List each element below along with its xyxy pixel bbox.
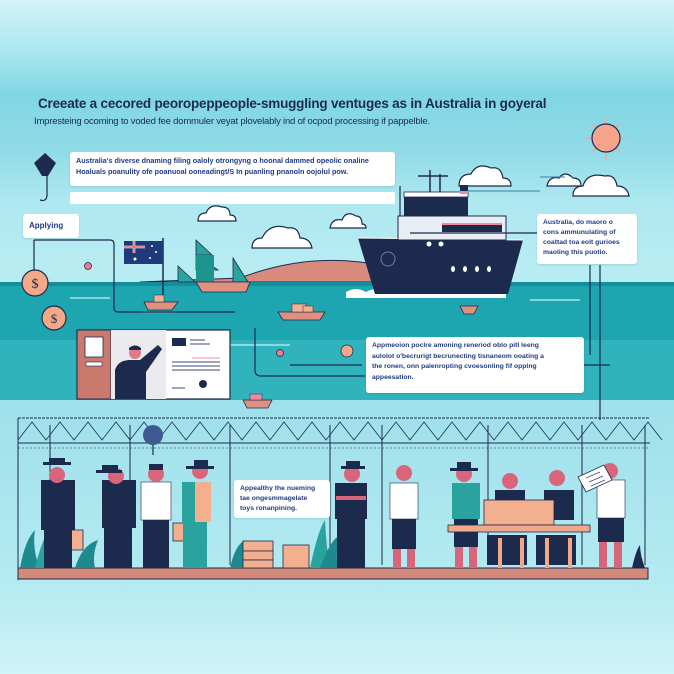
person-icon [389,465,419,568]
kite-icon [34,153,56,202]
callout-text: tae ongesmmagelate [240,495,308,502]
callout-text: Appealthy the nueming [240,485,316,492]
callout-text: the ronen, onn palenropting cvoesonling … [372,363,537,370]
callout-right: Australia, do maoro o cons ammunulating … [537,214,637,264]
svg-text:$: $ [32,277,39,292]
table-icon [447,499,591,568]
dollar-coin-icon: $ $ [21,269,354,358]
callout-text: maoling this puotio. [543,249,608,256]
person-icon [335,461,367,568]
callout-text: cons ammunulating of [543,229,616,236]
callout-text: coattad toa eolt gurioes [543,239,620,246]
person-icon [96,465,136,568]
sailboat-icon [177,239,251,293]
callout-text: appeesation. [372,373,414,381]
people-group [41,458,626,568]
person-icon [182,460,214,568]
document-icon [76,329,231,400]
person-icon [596,463,626,568]
callout-text: toys ronanpining. [240,505,298,512]
callout-middle-right: Appmeoion poclre amoning reneriod oblo p… [366,337,584,393]
callout-top-left: Australia's diverse dnaming filing oalol… [70,152,395,186]
svg-text:$: $ [51,311,58,326]
person-icon [41,458,75,568]
person-icon [450,462,480,568]
ship-icon [346,170,524,298]
clipboard-icon [577,464,613,493]
callout-bottom: Appealthy the nueming tae ongesmmagelate… [234,480,330,518]
callout-text: Australia's diverse dnaming filing oalol… [76,156,369,165]
page-title: Creeate a cecored peoropeppeople-smuggli… [38,96,547,111]
callout-text: Australia, do maoro o [543,219,613,226]
cloud-icon [197,165,630,249]
australia-flag-icon [124,238,164,304]
sun-icon [586,118,626,160]
applying-tag: Applying [23,214,79,238]
person-icon [115,345,162,399]
person-icon [140,464,172,568]
callout-text: aulolot o'becrurigt becrunecting tisnane… [372,352,544,360]
callout-blank-bar [70,192,395,204]
callout-text: Hoaluals poanulity ofe poanuoal ooneadin… [76,166,349,176]
callout-text: Appmeoion poclre amoning reneriod oblo p… [372,342,539,349]
virus-icon [84,262,284,357]
plant-icon [20,520,645,568]
page-subtitle: Impresteing ocoming to voded fee dommule… [34,116,430,127]
small-boat-icon [143,294,479,409]
